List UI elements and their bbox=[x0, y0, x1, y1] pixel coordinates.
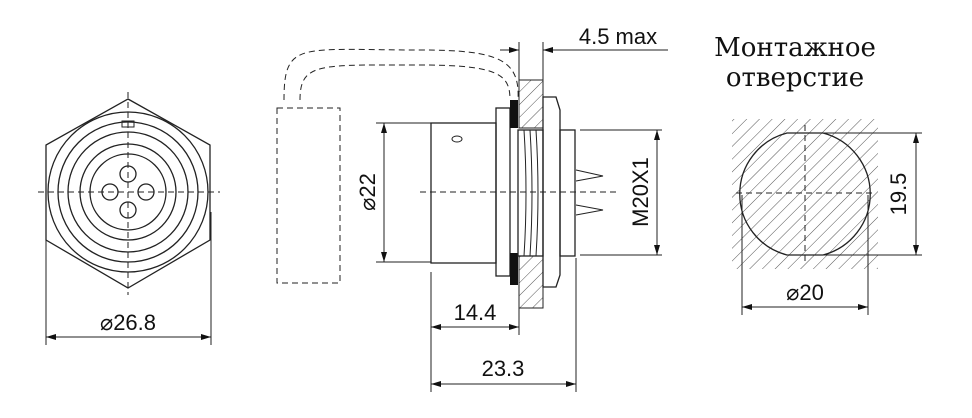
panel-nut bbox=[542, 96, 561, 288]
gasket-top bbox=[510, 100, 518, 128]
front-diameter-label: ⌀26.8 bbox=[100, 310, 156, 335]
side-view: ⌀22 M20X1 4.5 max 14.4 23.3 bbox=[276, 24, 668, 392]
rear-face bbox=[559, 129, 576, 257]
body-diameter-label: ⌀22 bbox=[355, 173, 380, 211]
panel-section-bottom bbox=[518, 255, 544, 309]
thread bbox=[517, 129, 544, 257]
mounting-hole-title-1: Монтажное bbox=[714, 33, 876, 63]
length-to-panel-label: 14.4 bbox=[454, 300, 497, 325]
mounting-hole-title-2: отверстие bbox=[726, 63, 864, 93]
connector-body bbox=[430, 122, 497, 264]
cap-lanyard-outer bbox=[283, 48, 519, 101]
panel-hatch bbox=[732, 119, 878, 269]
thread-label: M20X1 bbox=[628, 157, 653, 227]
cap-lanyard-inner bbox=[299, 64, 511, 101]
gasket-bottom bbox=[510, 253, 518, 285]
panel-thickness-label: 4.5 max bbox=[579, 24, 657, 49]
hole-flat-height-label: 19.5 bbox=[886, 173, 911, 216]
solder-terminals bbox=[575, 169, 604, 216]
hole-diameter-label: ⌀20 bbox=[786, 280, 824, 305]
overall-length-label: 23.3 bbox=[482, 356, 525, 381]
dust-cap bbox=[276, 107, 341, 284]
panel-section-top bbox=[518, 79, 544, 129]
front-view: ⌀26.8 bbox=[38, 92, 220, 345]
mounting-hole-view: Монтажное отверстие 19.5 ⌀20 bbox=[714, 33, 922, 315]
